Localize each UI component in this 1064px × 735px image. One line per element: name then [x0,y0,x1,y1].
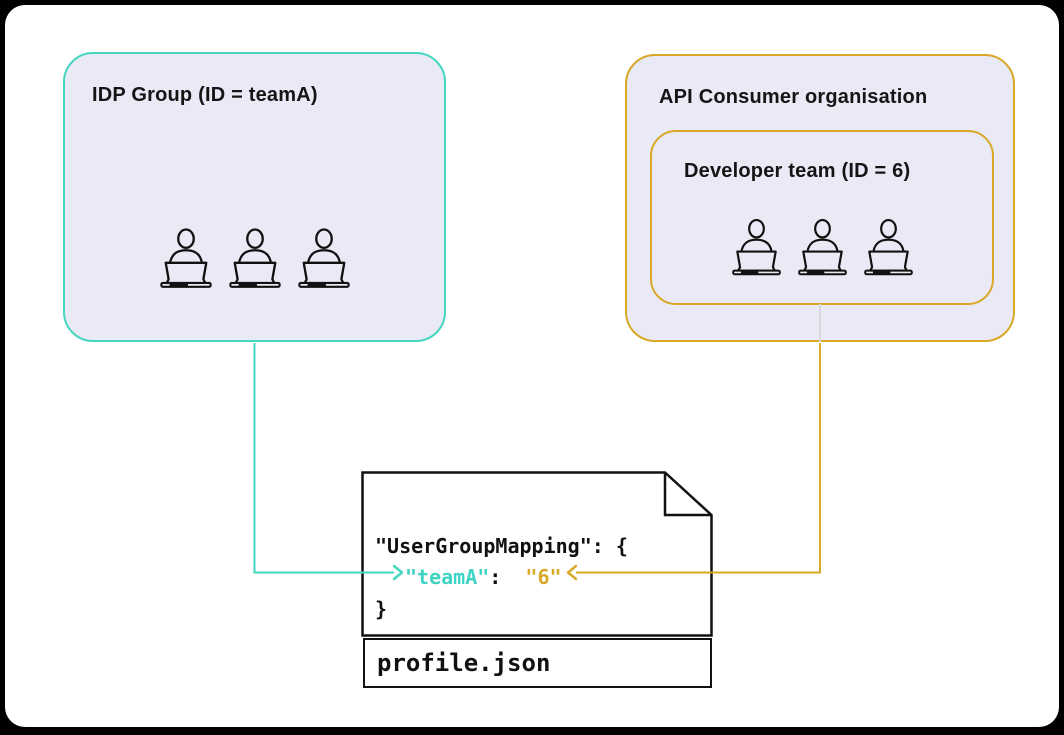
api-consumer-org-title: API Consumer organisation [659,86,928,108]
code-value-6: "6" [525,565,562,589]
code-mapping-line: "teamA": "6" [405,565,562,589]
filename-label: profile.json [377,649,551,677]
code-colon: : [489,565,526,589]
developer-team-box: Developer team (ID = 6) [650,130,994,305]
person-at-laptop-icon [730,218,783,276]
person-at-laptop-icon [227,227,283,289]
idp-group-members [65,227,444,289]
person-at-laptop-icon [796,218,849,276]
api-consumer-org-box: API Consumer organisation Developer team… [625,54,1015,342]
filename-label-box: profile.json [363,638,712,688]
code-closing-brace: } [375,597,388,621]
person-at-laptop-icon [862,218,915,276]
code-usergroupmapping-line: "UserGroupMapping": { [375,534,628,558]
idp-group-box: IDP Group (ID = teamA) [63,52,446,342]
person-at-laptop-icon [158,227,214,289]
diagram-panel: IDP Group (ID = teamA) API Consumer orga… [5,5,1059,727]
code-key-teama: "teamA" [405,565,490,589]
developer-team-members [652,218,992,276]
idp-group-title: IDP Group (ID = teamA) [92,84,318,106]
developer-team-title: Developer team (ID = 6) [684,160,911,182]
person-at-laptop-icon [296,227,352,289]
